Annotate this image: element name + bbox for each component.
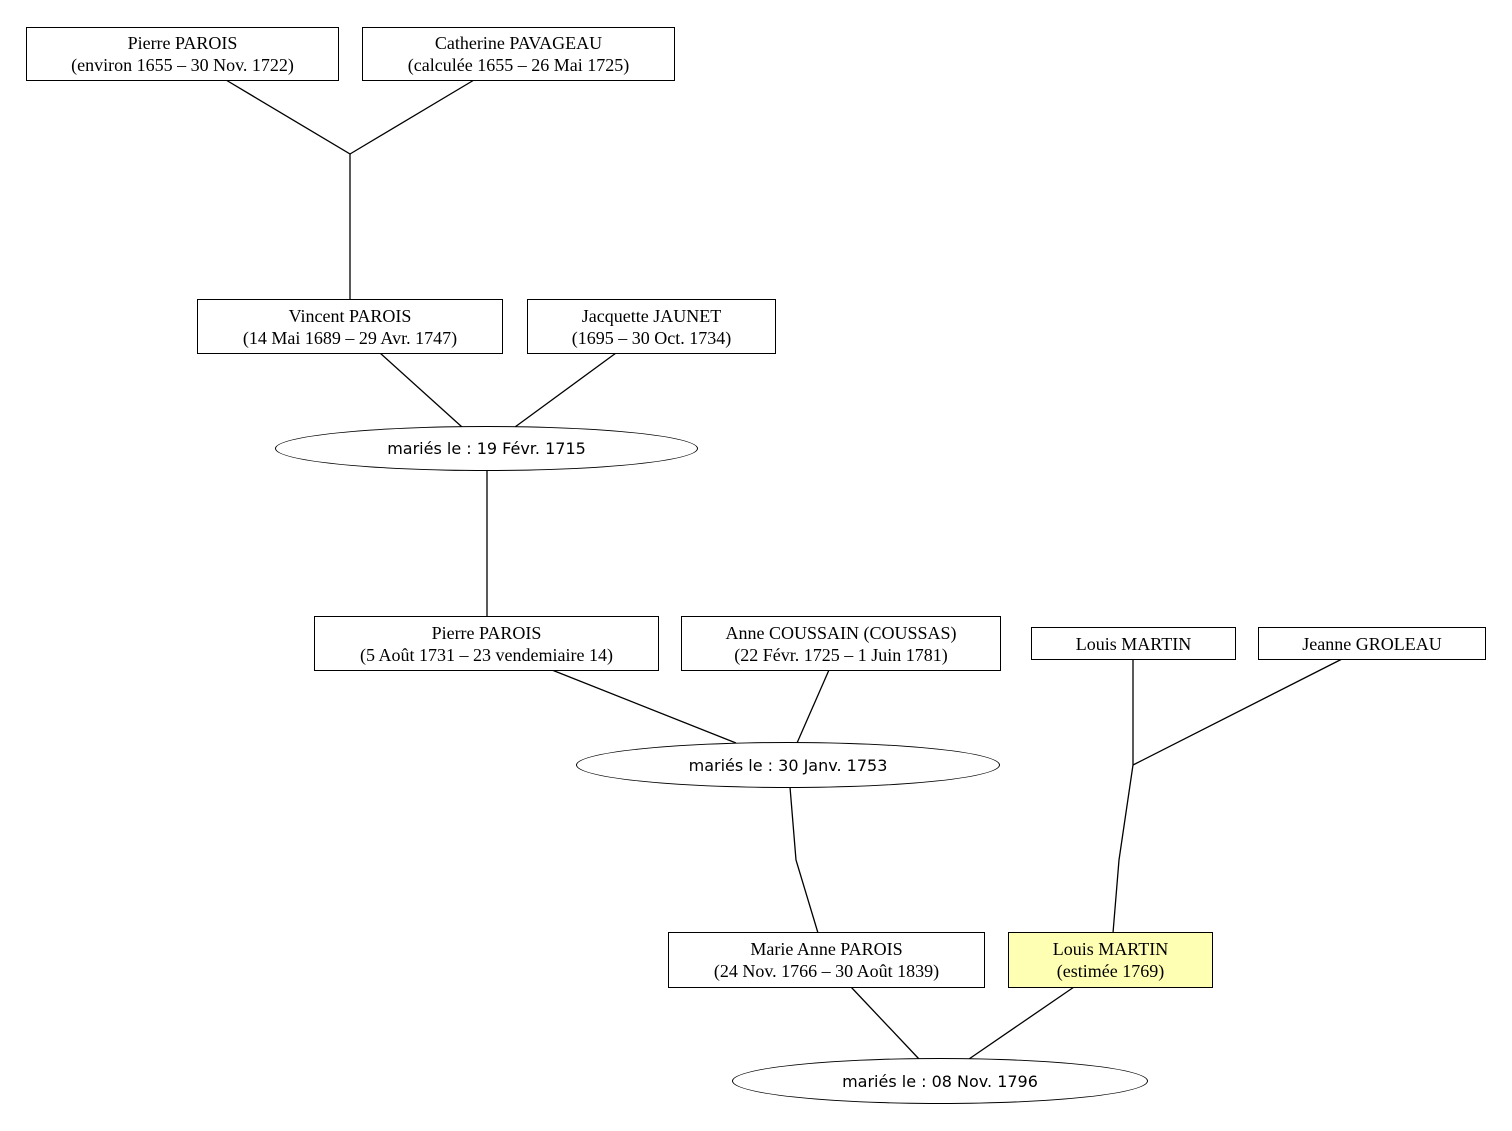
- person-name: Vincent PAROIS: [288, 305, 412, 326]
- marriage-1753[interactable]: mariés le : 30 Janv. 1753: [576, 742, 1000, 788]
- person-louis-martin-2[interactable]: Louis MARTIN (estimée 1769): [1008, 932, 1213, 988]
- person-name: Pierre PAROIS: [127, 33, 238, 53]
- marriage-1715[interactable]: mariés le : 19 Févr. 1715: [275, 426, 698, 471]
- connector-louis1-louis2: [1112, 659, 1134, 934]
- person-pierre-parois-2[interactable]: Pierre PAROIS (5 Août 1731 – 23 vendemia…: [314, 616, 659, 671]
- person-name: Anne COUSSAIN (COUSSAS): [725, 622, 957, 643]
- marriage-1796[interactable]: mariés le : 08 Nov. 1796: [732, 1058, 1148, 1104]
- person-name: Catherine PAVAGEAU: [434, 33, 603, 53]
- connector-anne-m1753: [796, 669, 830, 744]
- person-name: Pierre PAROIS: [431, 622, 542, 643]
- person-dates: (22 Févr. 1725 – 1 Juin 1781): [734, 644, 948, 665]
- marriage-label: mariés le : 08 Nov. 1796: [842, 1071, 1038, 1091]
- person-name: Louis MARTIN: [1075, 633, 1192, 654]
- person-dates: (14 Mai 1689 – 29 Avr. 1747): [242, 327, 458, 348]
- person-dates: (1695 – 30 Oct. 1734): [571, 327, 732, 348]
- connector-jacquette-m1715: [514, 352, 617, 428]
- connector-vincent-m1715: [379, 352, 463, 428]
- person-vincent-parois[interactable]: Vincent PAROIS (14 Mai 1689 – 29 Avr. 17…: [197, 299, 503, 354]
- person-name: Jeanne GROLEAU: [1302, 633, 1442, 654]
- person-marie-anne-parois[interactable]: Marie Anne PAROIS (24 Nov. 1766 – 30 Aoû…: [668, 932, 985, 988]
- person-dates: (5 Août 1731 – 23 vendemiaire 14): [360, 644, 613, 665]
- marriage-label: mariés le : 19 Févr. 1715: [387, 439, 586, 458]
- person-dates: (estimée 1769): [1056, 961, 1165, 981]
- person-louis-martin-1[interactable]: Louis MARTIN: [1031, 627, 1236, 660]
- person-pierre-parois-1[interactable]: Pierre PAROIS (environ 1655 – 30 Nov. 17…: [26, 27, 339, 81]
- person-anne-coussain[interactable]: Anne COUSSAIN (COUSSAS) (22 Févr. 1725 –…: [681, 616, 1001, 671]
- marriage-label: mariés le : 30 Janv. 1753: [688, 755, 888, 775]
- connector-m1753-marieanne: [789, 786, 819, 934]
- connector-marieanne-m1796: [850, 986, 920, 1060]
- connector-pierre2-m1753: [551, 669, 737, 744]
- person-jacquette-jaunet[interactable]: Jacquette JAUNET (1695 – 30 Oct. 1734): [527, 299, 776, 354]
- person-name: Marie Anne PAROIS: [750, 939, 903, 959]
- connector-pierre1-vincent: [225, 79, 351, 300]
- person-dates: (calculée 1655 – 26 Mai 1725): [407, 55, 630, 75]
- connector-louis2-m1796: [968, 986, 1075, 1060]
- connector-jeanne-join: [1132, 658, 1343, 766]
- person-name: Jacquette JAUNET: [581, 305, 722, 326]
- person-catherine-pavageau[interactable]: Catherine PAVAGEAU (calculée 1655 – 26 M…: [362, 27, 675, 81]
- person-dates: (environ 1655 – 30 Nov. 1722): [71, 55, 294, 75]
- person-jeanne-groleau[interactable]: Jeanne GROLEAU: [1258, 627, 1486, 660]
- person-dates: (24 Nov. 1766 – 30 Août 1839): [713, 961, 940, 981]
- connector-catherine-join: [349, 79, 475, 155]
- person-name: Louis MARTIN: [1052, 939, 1169, 959]
